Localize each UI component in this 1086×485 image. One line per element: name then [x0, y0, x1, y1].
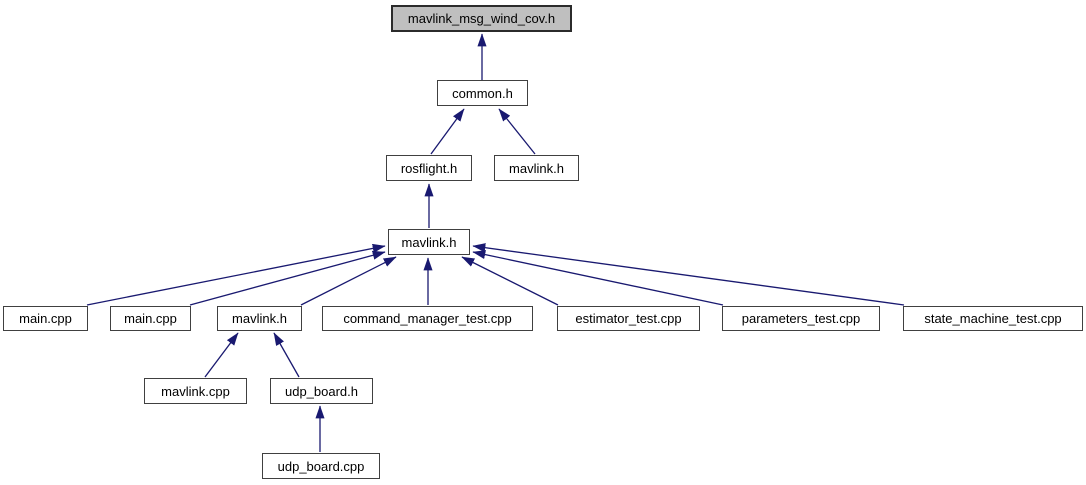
edge-main_cpp_1-to-mavlink_h_mid	[86, 243, 386, 306]
edge-mavlink_h_lib-to-common_h	[498, 108, 536, 155]
edge-rosflight_h-to-common_h	[430, 108, 465, 155]
node-parameters-test-cpp[interactable]: parameters_test.cpp	[722, 306, 880, 331]
node-rosflight-h[interactable]: rosflight.h	[386, 155, 472, 181]
node-main-cpp-2[interactable]: main.cpp	[110, 306, 191, 331]
node-main-cpp-1[interactable]: main.cpp	[3, 306, 88, 331]
node-command-manager-test-cpp[interactable]: command_manager_test.cpp	[322, 306, 533, 331]
edge-udp_board_h-to-mavlink_h_board	[273, 332, 300, 378]
edge-mavlink_h_board-to-mavlink_h_mid	[300, 256, 397, 306]
node-mavlink-h-lib[interactable]: mavlink.h	[494, 155, 579, 181]
edge-main_cpp_2-to-mavlink_h_mid	[189, 250, 386, 306]
node-udp-board-h[interactable]: udp_board.h	[270, 378, 373, 404]
node-mavlink-msg-wind-cov-h: mavlink_msg_wind_cov.h	[391, 5, 572, 32]
edge-parameters_test-to-mavlink_h_mid	[472, 250, 724, 306]
edge-estimator_test-to-mavlink_h_mid	[461, 256, 559, 306]
node-udp-board-cpp[interactable]: udp_board.cpp	[262, 453, 380, 479]
node-mavlink-h-board[interactable]: mavlink.h	[217, 306, 302, 331]
node-mavlink-h-mid[interactable]: mavlink.h	[388, 229, 470, 255]
node-estimator-test-cpp[interactable]: estimator_test.cpp	[557, 306, 700, 331]
node-common-h[interactable]: common.h	[437, 80, 528, 106]
edge-state_machine_test-to-mavlink_h_mid	[472, 243, 905, 306]
node-state-machine-test-cpp[interactable]: state_machine_test.cpp	[903, 306, 1083, 331]
node-mavlink-cpp[interactable]: mavlink.cpp	[144, 378, 247, 404]
edge-mavlink_cpp-to-mavlink_h_board	[204, 332, 239, 378]
